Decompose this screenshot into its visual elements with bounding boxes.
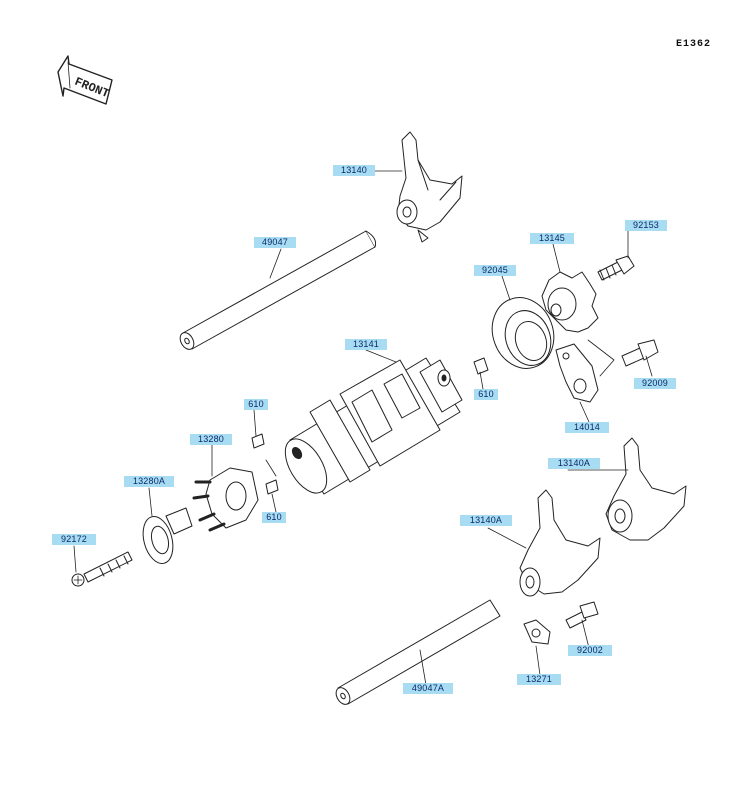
screw-92172 [71, 551, 133, 587]
pin-left-upper [251, 433, 265, 449]
part-label-49047A: 49047A [403, 683, 453, 694]
pin-plate [192, 467, 259, 532]
part-label-14014: 14014 [565, 422, 609, 433]
bolt-92153 [597, 255, 635, 281]
part-label-92009: 92009 [634, 378, 676, 389]
part-label-49047: 49047 [254, 237, 296, 248]
bolt-92009 [621, 339, 659, 367]
part-label-13280A: 13280A [124, 476, 174, 487]
part-label-92045: 92045 [474, 265, 516, 276]
part-label-13140A-right: 13140A [548, 458, 600, 469]
part-label-610-upper: 610 [244, 399, 268, 410]
part-label-610-lower: 610 [262, 512, 286, 523]
part-label-13140-upper: 13140 [333, 165, 375, 176]
shift-rod-lower [335, 599, 501, 705]
guide-13271 [523, 619, 551, 645]
pin-right [473, 357, 489, 375]
shift-fork-lower-right [605, 437, 687, 541]
part-label-92153: 92153 [625, 220, 667, 231]
shift-fork-upper [396, 131, 463, 243]
part-label-92172: 92172 [52, 534, 96, 545]
part-label-610-right: 610 [474, 389, 498, 400]
part-label-92002: 92002 [568, 645, 612, 656]
shift-rod-upper [179, 230, 377, 350]
leader-lines [73, 170, 653, 686]
pin-holder [142, 507, 193, 564]
pin-left-lower [265, 479, 279, 495]
part-label-13145: 13145 [530, 233, 574, 244]
shift-drum [284, 357, 463, 495]
part-label-13280: 13280 [190, 434, 232, 445]
front-arrow-icon: FRONT [57, 55, 113, 105]
bearing [491, 297, 555, 369]
diagram-code: E1362 [676, 39, 712, 50]
part-label-13271: 13271 [517, 674, 561, 685]
shift-cam [541, 271, 599, 333]
part-label-13141: 13141 [345, 339, 387, 350]
stopper-plate [555, 339, 615, 403]
shift-fork-lower-left [519, 489, 601, 597]
part-label-13140A-left: 13140A [460, 515, 512, 526]
bolt-92002 [565, 601, 599, 629]
